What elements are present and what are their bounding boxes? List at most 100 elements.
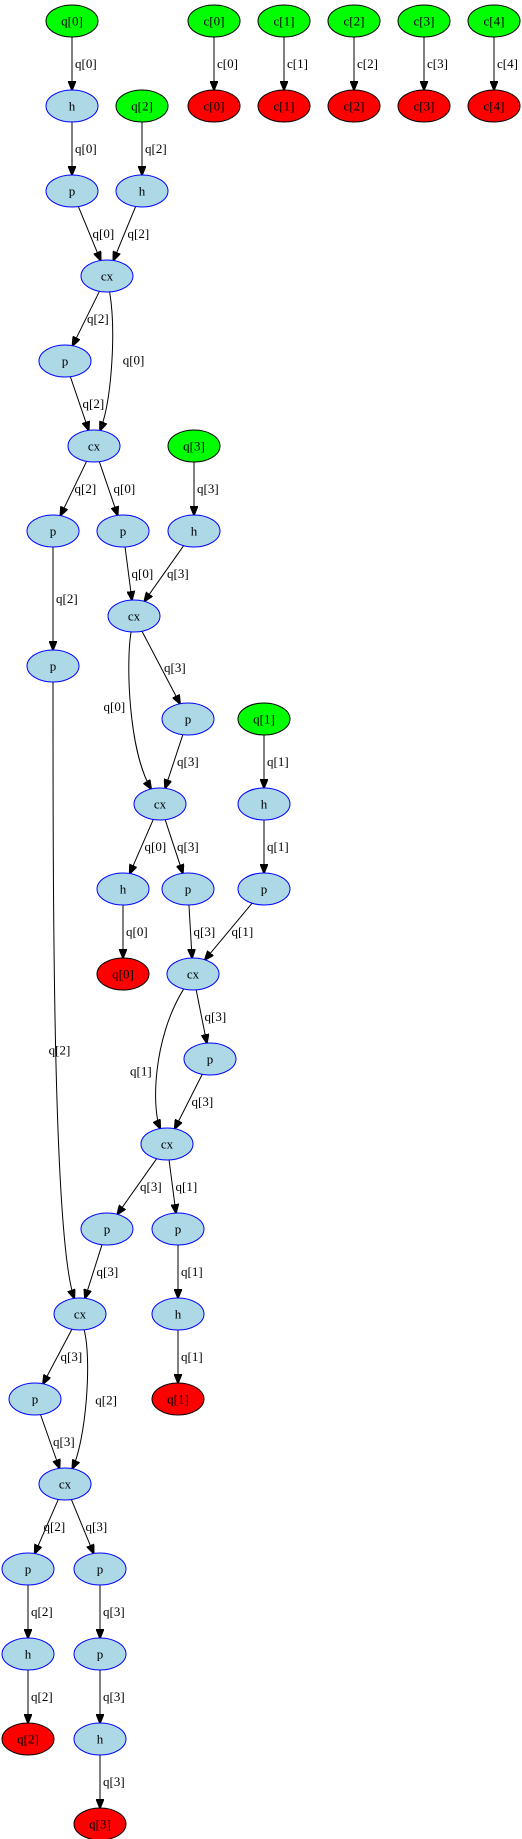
operation-node-shape: [38, 1467, 92, 1501]
edge-label: q[3]: [103, 1604, 125, 1619]
edge-label: q[1]: [267, 754, 289, 769]
node-p3: p: [26, 514, 80, 548]
operation-node-shape: [26, 514, 80, 548]
operation-node-shape: [140, 1127, 194, 1161]
node-label: p: [120, 524, 127, 539]
node-h_q3: h: [167, 514, 221, 548]
node-in_q3: q[3]: [167, 429, 221, 463]
edge-label: q[0]: [75, 56, 97, 71]
output-node-shape: [397, 89, 451, 123]
edge-label: q[0]: [123, 353, 145, 368]
node-cx2: cx: [67, 429, 121, 463]
node-p12: p: [8, 1382, 62, 1416]
node-label: c[4]: [484, 99, 505, 114]
edge-label: q[2]: [31, 1604, 53, 1619]
operation-node-shape: [80, 259, 134, 293]
operation-node-shape: [80, 1212, 134, 1246]
node-p14: p: [73, 1552, 127, 1586]
node-out_q0: q[0]: [96, 957, 150, 991]
edge-cx7-to-p12: [43, 1328, 73, 1384]
node-label: p: [185, 882, 192, 897]
edge-label: q[3]: [97, 1264, 119, 1279]
edges-layer: q[0]c[0]c[1]c[2]c[3]c[4]q[0]q[2]q[0]q[2]…: [28, 37, 518, 1808]
node-out_c3: c[3]: [397, 89, 451, 123]
node-label: cx: [187, 967, 200, 982]
edge-h_q3-to-cx3: [144, 545, 185, 602]
edge-label: q[3]: [103, 1689, 125, 1704]
node-label: q[1]: [167, 1392, 189, 1407]
node-label: c[3]: [414, 14, 435, 29]
edge-cx2-to-p3: [60, 461, 88, 515]
node-in_c3: c[3]: [397, 4, 451, 38]
edge-label: q[1]: [181, 1264, 203, 1279]
edge-label: q[1]: [176, 1179, 198, 1194]
node-cx8: cx: [38, 1467, 92, 1501]
edge-label: q[3]: [192, 1094, 214, 1109]
node-out_c4: c[4]: [467, 89, 521, 123]
operation-node-shape: [151, 1297, 205, 1331]
edge-label: q[2]: [128, 226, 150, 241]
node-label: h: [25, 1647, 32, 1662]
node-cx1: cx: [80, 259, 134, 293]
edge-label: q[0]: [126, 924, 148, 939]
edge-label: q[3]: [140, 1179, 162, 1194]
node-label: h: [261, 797, 268, 812]
edge-cx2-to-p4: [98, 461, 117, 516]
node-in_q1: q[1]: [237, 702, 291, 736]
input-node-shape: [45, 4, 99, 38]
edge-label: q[3]: [61, 1349, 83, 1364]
node-label: cx: [154, 797, 167, 812]
node-in_c1: c[1]: [257, 4, 311, 38]
operation-node-shape: [96, 872, 150, 906]
node-p1: p: [45, 174, 99, 208]
operation-node-shape: [26, 649, 80, 683]
output-node-shape: [96, 957, 150, 991]
input-node-shape: [187, 4, 241, 38]
edge-cx4-to-h_q0b: [130, 819, 154, 873]
operation-node-shape: [133, 787, 187, 821]
nodes-layer: q[0]c[0]c[1]c[2]c[3]c[4]c[0]c[1]c[2]c[3]…: [1, 4, 521, 1839]
node-out_q3: q[3]: [73, 1807, 127, 1839]
edge-label: q[1]: [267, 839, 289, 854]
edge-h_q2-to-cx1: [113, 206, 137, 261]
node-label: p: [97, 1647, 104, 1662]
node-p10: p: [80, 1212, 134, 1246]
edge-label: q[3]: [177, 839, 199, 854]
operation-node-shape: [166, 957, 220, 991]
operation-node-shape: [237, 787, 291, 821]
node-label: p: [207, 1052, 214, 1067]
node-label: cx: [74, 1307, 87, 1322]
edge-cx8-to-p13: [35, 1499, 59, 1553]
edge-p12-to-cx8: [40, 1414, 60, 1469]
edge-label: q[0]: [93, 226, 115, 241]
edge-label: q[3]: [86, 1519, 108, 1534]
operation-node-shape: [1, 1552, 55, 1586]
edge-label: q[2]: [56, 591, 78, 606]
edge-label: q[2]: [83, 396, 105, 411]
node-in_q2: q[2]: [115, 89, 169, 123]
node-label: p: [185, 712, 192, 727]
node-h_q1: h: [237, 787, 291, 821]
edge-cx3-to-p6: [141, 630, 180, 704]
input-node-shape: [115, 89, 169, 123]
node-out_q1: q[1]: [151, 1382, 205, 1416]
node-label: p: [175, 1222, 182, 1237]
operation-node-shape: [73, 1552, 127, 1586]
node-label: c[3]: [414, 99, 435, 114]
operation-node-shape: [8, 1382, 62, 1416]
node-in_c2: c[2]: [327, 4, 381, 38]
node-h_q3b: h: [73, 1722, 127, 1756]
node-h_q2: h: [115, 174, 169, 208]
operation-node-shape: [161, 872, 215, 906]
operation-node-shape: [38, 344, 92, 378]
edge-p4-to-cx3: [124, 546, 132, 600]
operation-node-shape: [73, 1722, 127, 1756]
node-label: q[0]: [112, 967, 134, 982]
edge-label: c[0]: [217, 56, 238, 71]
node-p8: p: [237, 872, 291, 906]
node-label: c[0]: [204, 99, 225, 114]
operation-node-shape: [1, 1637, 55, 1671]
node-p11: p: [151, 1212, 205, 1246]
operation-node-shape: [67, 429, 121, 463]
output-node-shape: [257, 89, 311, 123]
